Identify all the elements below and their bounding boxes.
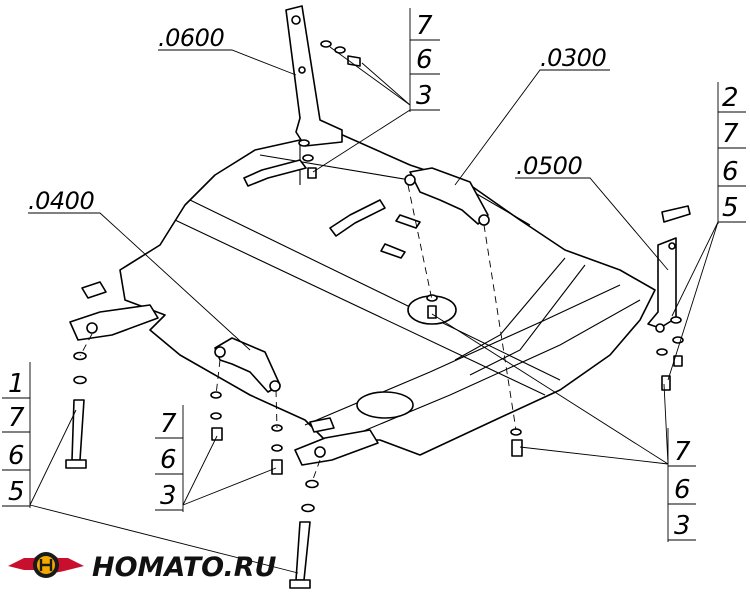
bracket-0600 [285, 5, 343, 147]
callout-label: 5 [722, 193, 739, 223]
callout-label: 6 [416, 45, 433, 75]
code-0500: .0500 [516, 152, 582, 180]
bracket-0500 [647, 205, 691, 329]
callout-label: 3 [416, 81, 433, 111]
code-0300: .0300 [540, 44, 606, 72]
bracket-0400 [214, 337, 281, 393]
callout-label: 7 [416, 11, 433, 41]
leader-lines [28, 46, 719, 574]
callout-label: 7 [160, 409, 177, 439]
callout-lower-right-stack: 7 6 3 [667, 428, 696, 542]
mounting-ears [69, 281, 665, 466]
callout-label: 6 [160, 445, 177, 475]
fastener-stacks [65, 40, 684, 589]
callout-label: 3 [674, 511, 691, 541]
callout-label: 7 [8, 403, 25, 433]
car-emblem-icon [8, 552, 84, 578]
code-0400: .0400 [28, 187, 94, 215]
code-0600: .0600 [158, 24, 224, 52]
callout-label: 6 [674, 475, 691, 505]
callout-label: 2 [722, 83, 739, 113]
brand-name: HOMATO.RU [92, 552, 277, 583]
callout-label: 7 [674, 437, 691, 467]
bracket-0300 [404, 167, 490, 226]
callout-label: 1 [8, 369, 25, 399]
callout-top-stack: 7 6 3 [409, 8, 440, 112]
callout-left-stack: 1 7 6 5 [2, 362, 31, 508]
callout-label: 6 [722, 157, 739, 187]
callout-right-stack: 2 7 6 5 [717, 82, 746, 224]
callout-label: 7 [722, 119, 739, 149]
callout-label: 3 [160, 481, 177, 511]
callout-label: 6 [8, 441, 25, 471]
callout-label: 5 [8, 477, 25, 507]
callout-lower-center-stack: 7 6 3 [155, 405, 184, 512]
brand-logo: HOMATO.RU [8, 552, 277, 583]
